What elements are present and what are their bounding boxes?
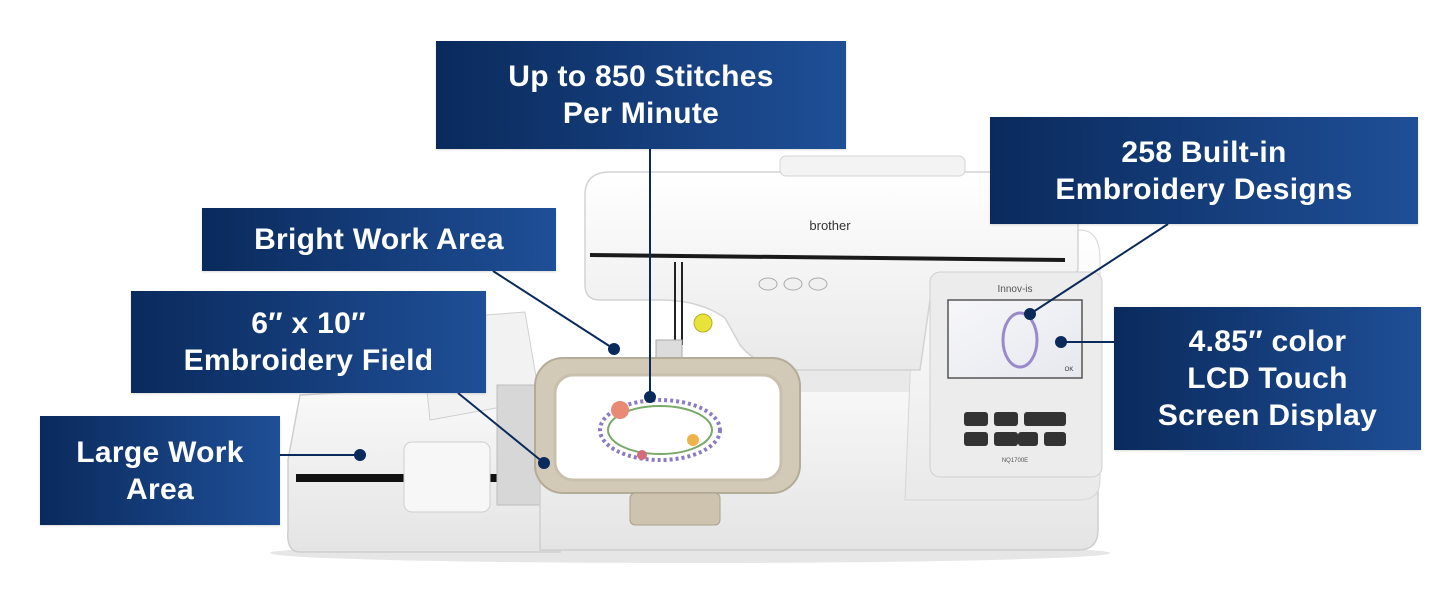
callout-lcd-display-line3: Screen Display xyxy=(1157,399,1378,432)
callout-built-in-designs: 258 Built-in Embroidery Designs xyxy=(990,117,1418,224)
callout-lcd-display-line2: LCD Touch xyxy=(1187,362,1348,395)
callout-bright-work-area-line1: Bright Work Area xyxy=(254,223,504,256)
embroidery-hoop xyxy=(534,357,801,526)
panel-buttons[interactable] xyxy=(964,412,1066,446)
callout-stitch-speed-line1: Up to 850 Stitches xyxy=(508,60,774,93)
arm-buttons xyxy=(758,277,828,291)
brand-logo: brother xyxy=(809,218,851,233)
control-panel: Innov-is OK NQ1700E xyxy=(929,271,1103,478)
callout-built-in-designs-line2: Embroidery Designs xyxy=(1055,172,1353,206)
callout-large-work-area-line2: Area xyxy=(126,472,194,506)
callout-large-work-area: Large Work Area xyxy=(40,416,280,525)
callout-built-in-designs-line1: 258 Built-in xyxy=(1121,135,1287,169)
callout-bright-work-area: Bright Work Area xyxy=(202,208,556,271)
model-number: NQ1700E xyxy=(1002,458,1028,464)
lcd-ok-button[interactable]: OK xyxy=(1065,367,1074,373)
callout-embroidery-field-line2: Embroidery Field xyxy=(183,344,434,377)
callout-large-work-area-line1: Large Work xyxy=(76,435,244,469)
callout-stitch-speed-line2: Per Minute xyxy=(562,97,720,130)
callout-embroidery-field-line1: 6″ x 10″ xyxy=(251,307,366,340)
callout-embroidery-field: 6″ x 10″ Embroidery Field xyxy=(131,291,486,393)
thread-button-icon xyxy=(693,313,713,333)
callout-lcd-display: 4.85″ color LCD Touch Screen Display xyxy=(1114,307,1421,450)
callout-lcd-display-line1: 4.85″ color xyxy=(1188,325,1347,358)
callout-stitch-speed: Up to 850 Stitches Per Minute xyxy=(436,41,846,149)
pointer-lines xyxy=(280,149,1169,469)
floral-wreath xyxy=(598,398,722,462)
model-line-logo: Innov-is xyxy=(997,284,1032,295)
